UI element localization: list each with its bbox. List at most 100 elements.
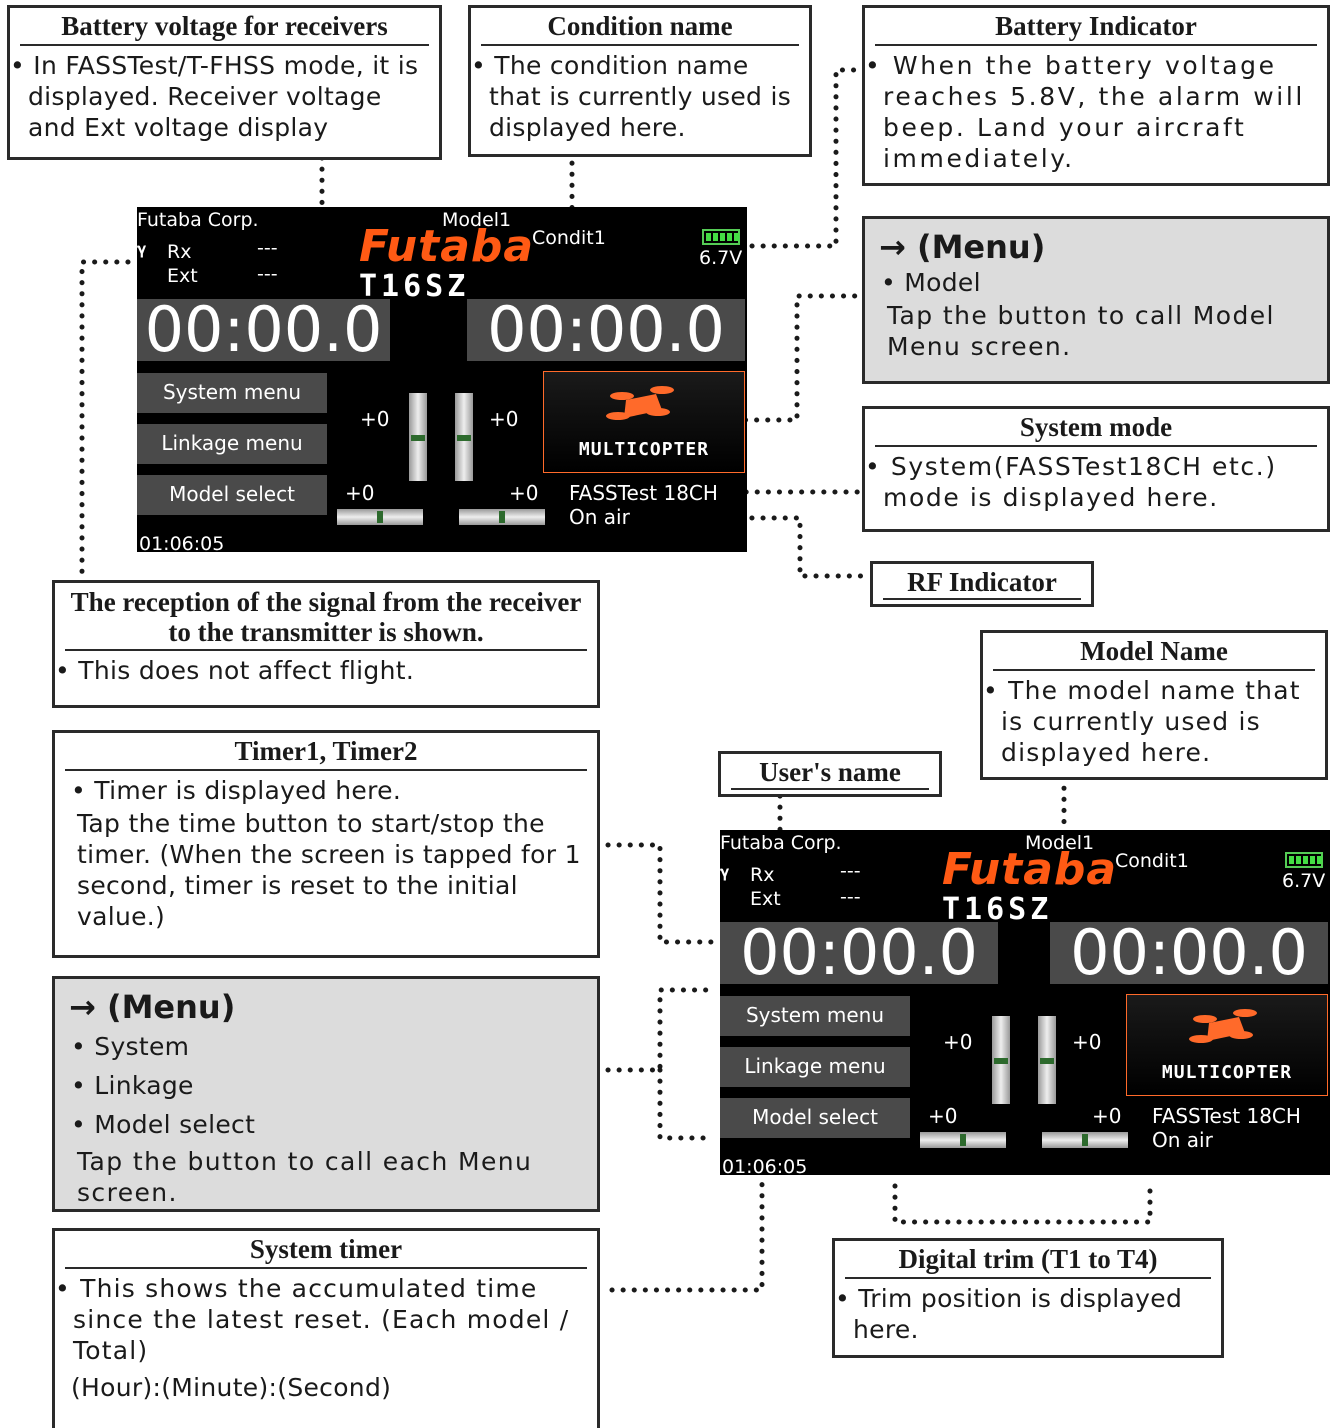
multicopter-icon [1189,1009,1257,1043]
model-type-label: MULTICOPTER [1161,1062,1293,1083]
rf-status: On air [1152,1128,1213,1152]
model-name: Model1 [442,209,512,231]
callout-title: → (Menu) [69,988,236,1026]
futaba-logo: Futaba [942,844,1118,895]
antenna-icon: 𝛄 [137,239,147,258]
callout-format: (Hour):(Minute):(Second) [71,1373,392,1402]
callout-model-name: Model Name • The model name that is curr… [980,630,1328,780]
callout-menu-model: → (Menu) • Model Tap the button to call … [862,216,1330,384]
callout-battery-rx: Battery voltage for receivers • In FASST… [7,5,442,160]
battery-icon [1285,852,1323,868]
model-type-button[interactable]: MULTICOPTER [1126,994,1328,1096]
callout-condition-name: Condition name • The condition name that… [468,5,812,157]
callout-text: • When the battery voltage reaches 5.8V,… [865,51,1305,173]
callout-text: • This does not affect flight. [55,656,415,685]
callout-title: Digital trim (T1 to T4) [845,1243,1211,1279]
system-mode: FASSTest 18CH [1152,1104,1301,1128]
linkage-menu-button[interactable]: Linkage menu [720,1047,910,1087]
ext-value: --- [840,886,861,908]
timer1-button[interactable]: 00:00.0 [137,299,390,361]
horizontal-trim-left [337,509,423,525]
horizontal-trim-left [920,1132,1006,1148]
vertical-trim-right [455,393,473,481]
timer1-button[interactable]: 00:00.0 [720,922,998,984]
battery-voltage: 6.7V [699,247,743,269]
callout-rf-indicator: RF Indicator [870,561,1094,607]
callout-text: • The model name that is currently used … [983,676,1301,767]
linkage-menu-button[interactable]: Linkage menu [137,424,327,464]
ext-value: --- [257,263,278,285]
callout-text: • System(FASSTest18CH etc.) mode is disp… [865,452,1277,512]
callout-bullet-model-select: • Model select [71,1110,256,1139]
system-mode: FASSTest 18CH [569,481,718,505]
callout-bullet-linkage: • Linkage [71,1071,194,1100]
trim-value-t4: +0 [345,481,375,505]
callout-bullet: • Model [881,268,981,297]
callout-title: System mode [875,411,1317,447]
vertical-trim-left [992,1016,1010,1104]
transmitter-screen-bottom: Futaba Corp. Model1 𝛄 Rx --- Ext --- Fut… [720,830,1330,1175]
user-name[interactable]: Futaba Corp. [720,832,842,854]
horizontal-trim-right [1042,1132,1128,1148]
callout-system-timer: System timer • This shows the accumulate… [52,1228,600,1428]
callout-text: • This shows the accumulated time since … [55,1274,570,1365]
model-select-button[interactable]: Model select [720,1098,910,1138]
battery-voltage: 6.7V [1282,870,1326,892]
trim-value-t4: +0 [928,1104,958,1128]
product-logo: T16SZ [359,269,470,304]
trim-value-t1: +0 [509,481,539,505]
callout-digital-trim: Digital trim (T1 to T4) • Trim position … [832,1238,1224,1358]
callout-timers: Timer1, Timer2 • Timer is displayed here… [52,730,600,958]
ext-label: Ext [750,888,781,910]
vertical-trim-left [409,393,427,481]
callout-reception: The reception of the signal from the rec… [52,580,600,708]
user-name[interactable]: Futaba Corp. [137,209,259,231]
model-type-label: MULTICOPTER [578,439,710,460]
trim-value-t1: +0 [1092,1104,1122,1128]
rx-value: --- [257,237,278,259]
callout-title: Condition name [481,10,799,46]
callout-text: Tap the button to call Model Menu screen… [887,301,1275,361]
callout-title: System timer [65,1233,587,1269]
condition-name: Condit1 [532,227,606,249]
callout-users-name: User's name [718,751,942,797]
callout-menu-system: → (Menu) • System • Linkage • Model sele… [52,976,600,1212]
callout-bullet-system: • System [71,1032,190,1061]
system-menu-button[interactable]: System menu [137,373,327,413]
vertical-trim-right [1038,1016,1056,1104]
timer2-button[interactable]: 00:00.0 [467,299,745,361]
transmitter-screen-top: Futaba Corp. Model1 𝛄 Rx --- Ext --- Fut… [137,207,747,552]
callout-title: Model Name [993,635,1315,671]
callout-text: • Trim position is displayed here. [835,1284,1183,1344]
multicopter-icon [606,386,674,420]
model-name: Model1 [1025,832,1095,854]
callout-title: The reception of the signal from the rec… [65,585,587,651]
battery-icon [702,229,740,245]
callout-title: RF Indicator [883,566,1081,600]
system-menu-button[interactable]: System menu [720,996,910,1036]
product-logo: T16SZ [942,892,1053,927]
callout-title: Timer1, Timer2 [65,735,587,771]
trim-value-t3: +0 [943,1030,973,1054]
callout-text: Tap the time button to start/stop the ti… [77,809,581,931]
model-type-button[interactable]: MULTICOPTER [543,371,745,473]
rf-status: On air [569,505,630,529]
trim-value-t2: +0 [1072,1030,1102,1054]
callout-bullet: • Timer is displayed here. [71,776,402,805]
system-timer[interactable]: 01:06:05 [139,533,225,552]
antenna-icon: 𝛄 [720,862,730,881]
rx-label: Rx [167,241,192,263]
rx-value: --- [840,860,861,882]
callout-text: • The condition name that is currently u… [471,51,792,142]
callout-text: Tap the button to call each Menu screen. [77,1147,533,1207]
model-select-button[interactable]: Model select [137,475,327,515]
callout-title: Battery Indicator [875,10,1317,46]
futaba-logo: Futaba [359,221,535,272]
system-timer[interactable]: 01:06:05 [722,1156,808,1175]
callout-title: → (Menu) [879,228,1046,266]
callout-system-mode: System mode • System(FASSTest18CH etc.) … [862,406,1330,532]
horizontal-trim-right [459,509,545,525]
trim-value-t3: +0 [360,407,390,431]
timer2-button[interactable]: 00:00.0 [1050,922,1328,984]
callout-title: User's name [731,756,929,790]
